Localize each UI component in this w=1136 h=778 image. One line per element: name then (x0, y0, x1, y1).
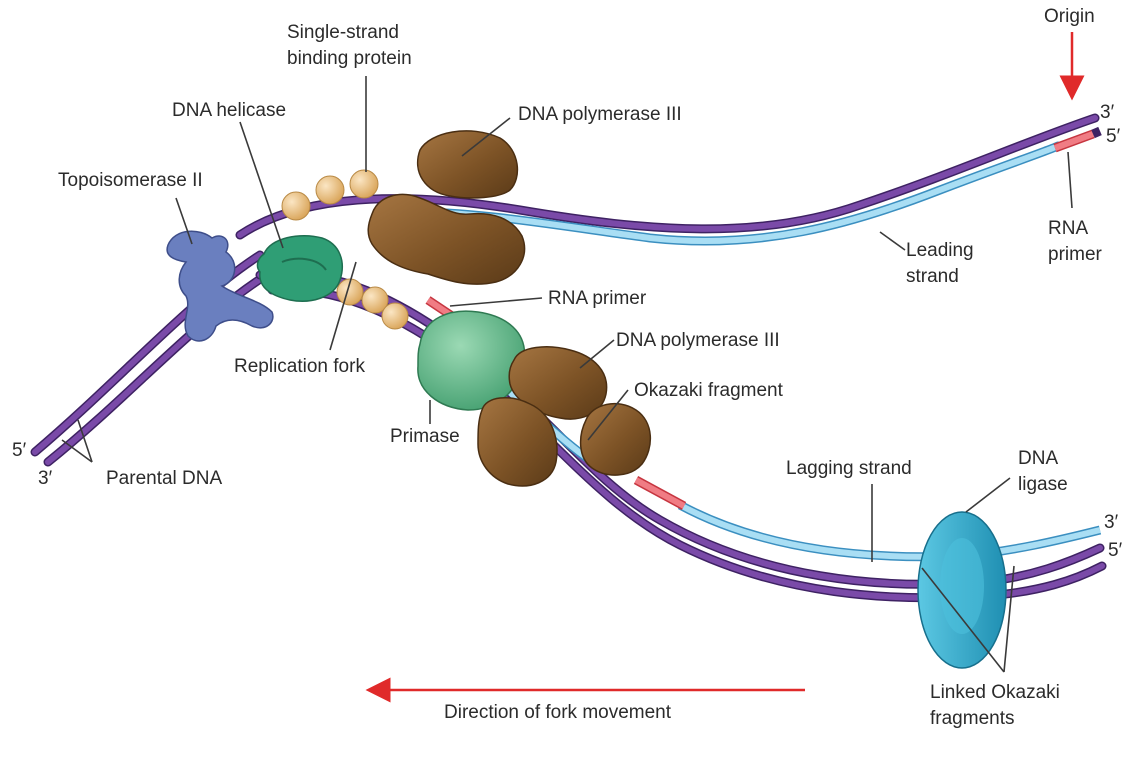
ligase-label-line1: DNA (1018, 448, 1058, 469)
okazaki-label: Okazaki fragment (634, 380, 784, 401)
direction-label: Direction of fork movement (444, 702, 672, 723)
dna-polymerase-iii-bottom (477, 346, 652, 487)
left-5prime: 5′ (12, 440, 27, 461)
lagging-strand-label: Lagging strand (786, 458, 912, 479)
bottom-right-5prime: 5′ (1108, 540, 1123, 561)
linked-okazaki-label-line1: Linked Okazaki (930, 682, 1060, 703)
leader-lines (61, 76, 1073, 673)
primase-label: Primase (390, 426, 460, 447)
topoisomerase-ii (166, 230, 274, 342)
leading-strand-label-line1: Leading (906, 240, 974, 261)
pol3-bottom-label: DNA polymerase III (616, 330, 780, 351)
pol3-top-label: DNA polymerase III (518, 104, 682, 125)
ssb-label-line1: Single-strand (287, 22, 399, 43)
ssb-proteins (281, 169, 409, 330)
top-right-5prime: 5′ (1106, 126, 1121, 147)
linked-okazaki-label-line2: fragments (930, 708, 1014, 729)
leading-strand-label-line2: strand (906, 266, 959, 287)
dna-polymerase-iii-top (367, 130, 526, 285)
primase (417, 310, 526, 411)
rna-primer-right-label-line2: primer (1048, 244, 1103, 265)
dna-helicase (256, 235, 343, 302)
topoisomerase-label: Topoisomerase II (58, 170, 203, 191)
ligase-label-line2: ligase (1018, 474, 1068, 495)
origin-label: Origin (1044, 6, 1095, 27)
parental-dna-label: Parental DNA (106, 468, 222, 489)
top-right-3prime: 3′ (1100, 102, 1115, 123)
leading-strand-duplex (235, 113, 1102, 246)
rna-primer-right-label-line1: RNA (1048, 218, 1088, 239)
replication-fork-label: Replication fork (234, 356, 365, 377)
ssb-label-line2: binding protein (287, 48, 412, 69)
helicase-label: DNA helicase (172, 100, 286, 121)
bottom-right-3prime: 3′ (1104, 512, 1119, 533)
dna-ligase (917, 511, 1007, 669)
rna-primer-mid-label: RNA primer (548, 288, 647, 309)
left-3prime: 3′ (38, 468, 53, 489)
